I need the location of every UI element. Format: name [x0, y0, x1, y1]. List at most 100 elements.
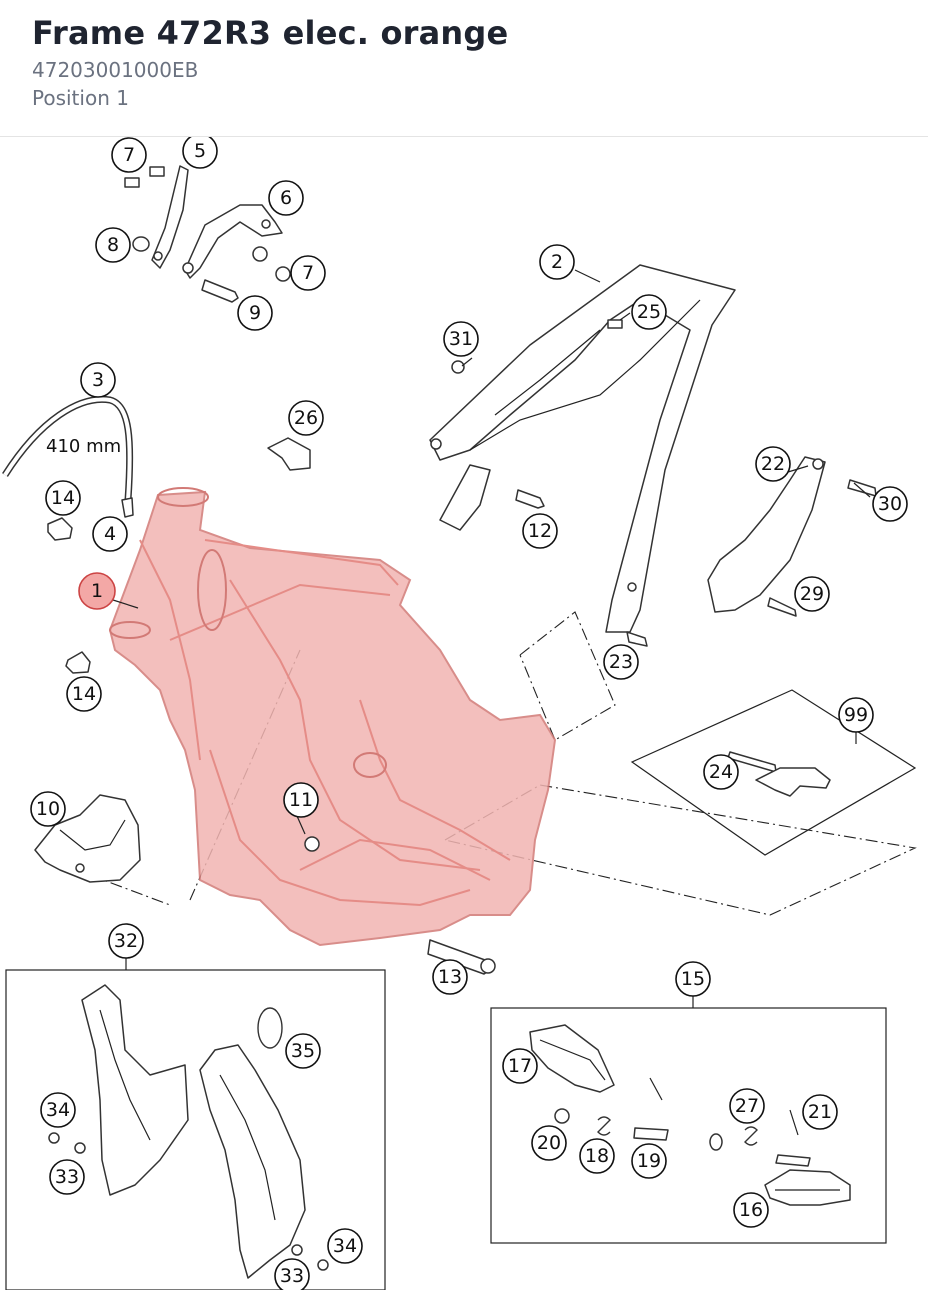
callout-31[interactable]: 31	[443, 321, 479, 357]
svg-text:20: 20	[537, 1132, 561, 1154]
callout-17[interactable]: 17	[502, 1048, 538, 1084]
bracket-6	[182, 204, 283, 279]
callout-10[interactable]: 10	[30, 791, 66, 827]
svg-text:21: 21	[808, 1101, 832, 1123]
svg-text:99: 99	[844, 704, 868, 726]
main-frame-highlight	[108, 487, 557, 947]
page-header: Frame 472R3 elec. orange 47203001000EB P…	[0, 0, 928, 137]
part-number: 47203001000EB	[32, 58, 199, 82]
svg-text:5: 5	[194, 140, 206, 162]
callout-29[interactable]: 29	[794, 576, 830, 612]
svg-text:22: 22	[761, 453, 785, 475]
callout-15[interactable]: 15	[675, 961, 711, 997]
svg-text:14: 14	[51, 487, 75, 509]
group-box-15	[490, 994, 887, 1244]
svg-text:29: 29	[800, 583, 824, 605]
svg-text:4: 4	[104, 523, 116, 545]
callout-21[interactable]: 21	[802, 1094, 838, 1130]
svg-text:34: 34	[333, 1235, 357, 1257]
frame-bolts	[304, 836, 496, 975]
svg-text:33: 33	[280, 1265, 304, 1287]
exploded-parts-diagram: 410 mm	[2, 137, 917, 1290]
svg-text:11: 11	[289, 789, 313, 811]
callout-34[interactable]: 34	[327, 1228, 363, 1264]
leader-lines	[112, 269, 871, 835]
svg-text:13: 13	[438, 966, 462, 988]
callout-2[interactable]: 2	[539, 244, 575, 280]
callout-12[interactable]: 12	[522, 513, 558, 549]
svg-text:16: 16	[739, 1199, 763, 1221]
callout-32[interactable]: 32	[108, 923, 144, 959]
hose-length-label: 410 mm	[46, 436, 121, 457]
subframe-bolts	[451, 319, 648, 647]
callout-18[interactable]: 18	[579, 1138, 615, 1174]
callout-27[interactable]: 27	[729, 1088, 765, 1124]
svg-text:26: 26	[294, 407, 318, 429]
svg-text:6: 6	[280, 187, 292, 209]
svg-text:2: 2	[551, 251, 563, 273]
svg-text:17: 17	[508, 1055, 532, 1077]
svg-text:9: 9	[249, 302, 261, 324]
callout-33[interactable]: 33	[49, 1159, 85, 1195]
callout-23[interactable]: 23	[603, 644, 639, 680]
callout-19[interactable]: 19	[631, 1143, 667, 1179]
callout-14[interactable]: 14	[66, 676, 102, 712]
callout-14[interactable]: 14	[45, 480, 81, 516]
callout-7[interactable]: 7	[111, 137, 147, 173]
svg-text:33: 33	[55, 1166, 79, 1188]
callout-33[interactable]: 33	[274, 1258, 310, 1290]
svg-text:27: 27	[735, 1095, 759, 1117]
callout-13[interactable]: 13	[432, 959, 468, 995]
svg-text:10: 10	[36, 798, 60, 820]
svg-text:18: 18	[585, 1145, 609, 1167]
svg-text:19: 19	[637, 1150, 661, 1172]
svg-text:32: 32	[114, 930, 138, 952]
callout-22[interactable]: 22	[755, 446, 791, 482]
callout-25[interactable]: 25	[631, 294, 667, 330]
callout-24[interactable]: 24	[703, 754, 739, 790]
svg-text:3: 3	[92, 369, 104, 391]
callout-26[interactable]: 26	[288, 400, 324, 436]
svg-text:25: 25	[637, 301, 661, 323]
svg-text:7: 7	[302, 262, 314, 284]
svg-text:7: 7	[123, 144, 135, 166]
callout-5[interactable]: 5	[182, 137, 218, 169]
svg-text:23: 23	[609, 651, 633, 673]
svg-text:1: 1	[91, 580, 103, 602]
callout-7[interactable]: 7	[290, 255, 326, 291]
bracket-5	[151, 165, 189, 269]
svg-text:35: 35	[291, 1040, 315, 1062]
callout-8[interactable]: 8	[95, 227, 131, 263]
part-10-guard	[34, 794, 141, 883]
svg-text:12: 12	[528, 520, 552, 542]
callout-35[interactable]: 35	[285, 1033, 321, 1069]
svg-text:8: 8	[107, 234, 119, 256]
callout-30[interactable]: 30	[872, 486, 908, 522]
part-26-sticker	[267, 437, 311, 471]
small-bolts-top	[124, 166, 291, 303]
svg-text:15: 15	[681, 968, 705, 990]
callouts: 1 2 3 4 5 6 7 7 8 9 10 11 12 13 14 14 15…	[30, 137, 908, 1290]
position-label: Position 1	[32, 86, 129, 110]
page-title: Frame 472R3 elec. orange	[32, 14, 509, 52]
callout-4[interactable]: 4	[92, 516, 128, 552]
callout-3[interactable]: 3	[80, 362, 116, 398]
callout-6[interactable]: 6	[268, 180, 304, 216]
callout-16[interactable]: 16	[733, 1192, 769, 1228]
svg-text:14: 14	[72, 683, 96, 705]
footpeg-bracket	[707, 456, 877, 617]
subframe	[429, 264, 736, 633]
callout-99[interactable]: 99	[838, 697, 874, 733]
svg-text:31: 31	[449, 328, 473, 350]
callout-20[interactable]: 20	[531, 1125, 567, 1161]
callout-1[interactable]: 1	[78, 572, 116, 610]
callout-9[interactable]: 9	[237, 295, 273, 331]
group-box-32	[5, 955, 386, 1290]
callout-34[interactable]: 34	[40, 1092, 76, 1128]
hose: 410 mm	[2, 395, 134, 518]
callout-11[interactable]: 11	[283, 782, 319, 818]
svg-text:24: 24	[709, 761, 733, 783]
hose-clips	[47, 517, 91, 674]
svg-text:34: 34	[46, 1099, 70, 1121]
svg-text:30: 30	[878, 493, 902, 515]
